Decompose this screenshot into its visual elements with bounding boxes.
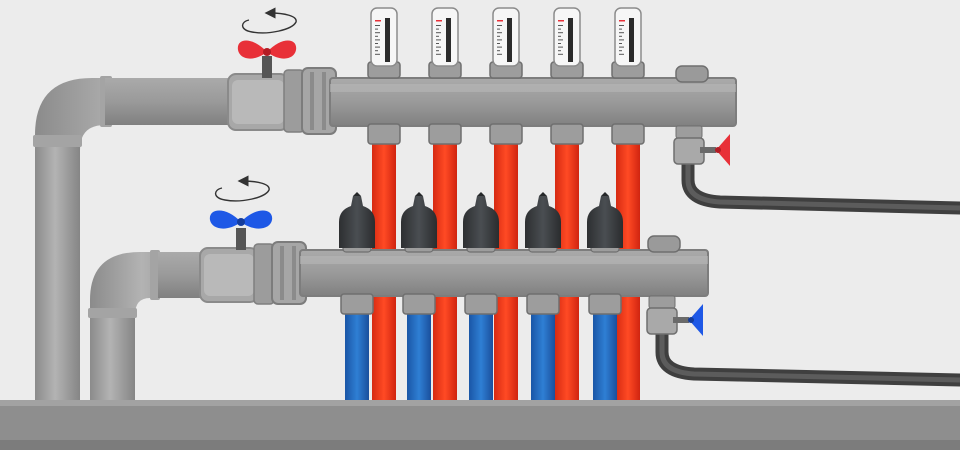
butterfly-handle-valve-icon[interactable] bbox=[237, 40, 297, 59]
rotate-arrow-icon bbox=[214, 175, 270, 202]
flow-meter-gauge-icon bbox=[428, 7, 462, 79]
return-outlet-fitting bbox=[588, 293, 622, 315]
return-outlet-fitting bbox=[526, 293, 560, 315]
return-feed-pipe bbox=[88, 250, 208, 402]
drain-valve-icon[interactable] bbox=[689, 304, 703, 336]
floor-slab bbox=[0, 400, 960, 450]
thermal-actuator-icon bbox=[339, 192, 375, 253]
cold-loop-pipe bbox=[407, 300, 431, 402]
return-outlet-fitting bbox=[402, 293, 436, 315]
butterfly-handle-valve-icon[interactable] bbox=[209, 210, 273, 229]
return-outlet-fitting bbox=[464, 293, 498, 315]
thermal-actuator-icon bbox=[525, 192, 561, 253]
drain-valve-icon[interactable] bbox=[716, 134, 730, 166]
supply-outlet-fitting bbox=[550, 123, 584, 145]
cold-loop-pipe bbox=[593, 300, 617, 402]
supply-drain-assembly bbox=[673, 125, 960, 215]
supply-outlet-fitting bbox=[489, 123, 523, 145]
flow-meter-gauge-icon bbox=[367, 7, 401, 79]
supply-outlet-fitting bbox=[367, 123, 401, 145]
return-valve-handle[interactable] bbox=[209, 175, 273, 250]
supply-valve-handle[interactable] bbox=[237, 7, 297, 78]
supply-manifold bbox=[227, 65, 737, 135]
thermal-actuator-icon bbox=[463, 192, 499, 253]
cold-loop-pipe bbox=[531, 300, 555, 402]
return-drain-assembly bbox=[646, 295, 960, 387]
flow-meter-gauge-icon bbox=[611, 7, 645, 79]
thermal-actuator-icon bbox=[401, 192, 437, 253]
flow-meter-gauge-icon bbox=[550, 7, 584, 79]
cold-loop-pipe bbox=[345, 300, 369, 402]
return-manifold bbox=[199, 235, 709, 305]
supply-feed-pipe bbox=[33, 76, 235, 400]
supply-outlet-fitting bbox=[428, 123, 462, 145]
flow-meter-gauge-icon bbox=[489, 7, 523, 79]
return-outlet-fitting bbox=[340, 293, 374, 315]
supply-outlet-fitting bbox=[611, 123, 645, 145]
thermal-actuator-icon bbox=[587, 192, 623, 253]
rotate-arrow-icon bbox=[241, 7, 297, 34]
cold-loop-pipe bbox=[469, 300, 493, 402]
loop-fittings bbox=[339, 7, 645, 315]
